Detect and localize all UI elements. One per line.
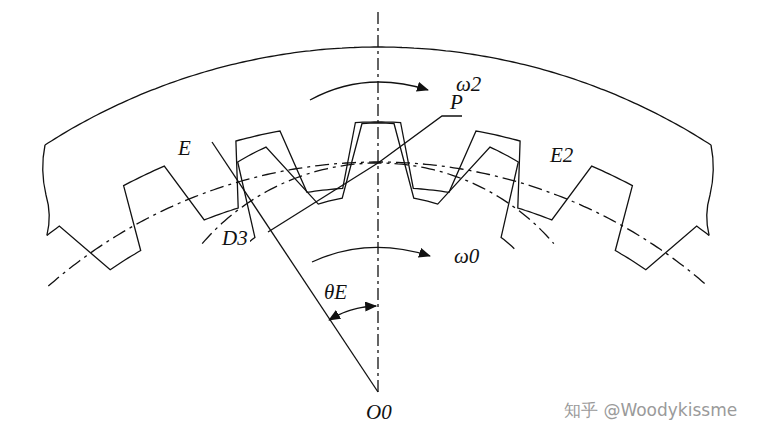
rotation-arrow (310, 82, 428, 100)
point-label: E2 (548, 145, 575, 166)
point-label: D3 (220, 228, 250, 249)
radius-line (212, 142, 378, 392)
angle-arc (329, 306, 376, 320)
break-edge (707, 145, 714, 235)
watermark: 知乎 @Woodykissme (562, 402, 739, 419)
center-label: O0 (364, 402, 394, 423)
rotation-arrow (312, 247, 430, 262)
line-of-action (268, 163, 378, 232)
leader-line (378, 116, 462, 163)
center-line (377, 12, 378, 392)
point-label: E (176, 138, 193, 159)
omega-label: ω0 (452, 246, 481, 267)
break-edge (43, 145, 50, 235)
angle-label: θE (322, 282, 349, 303)
point-label: P (448, 92, 465, 113)
